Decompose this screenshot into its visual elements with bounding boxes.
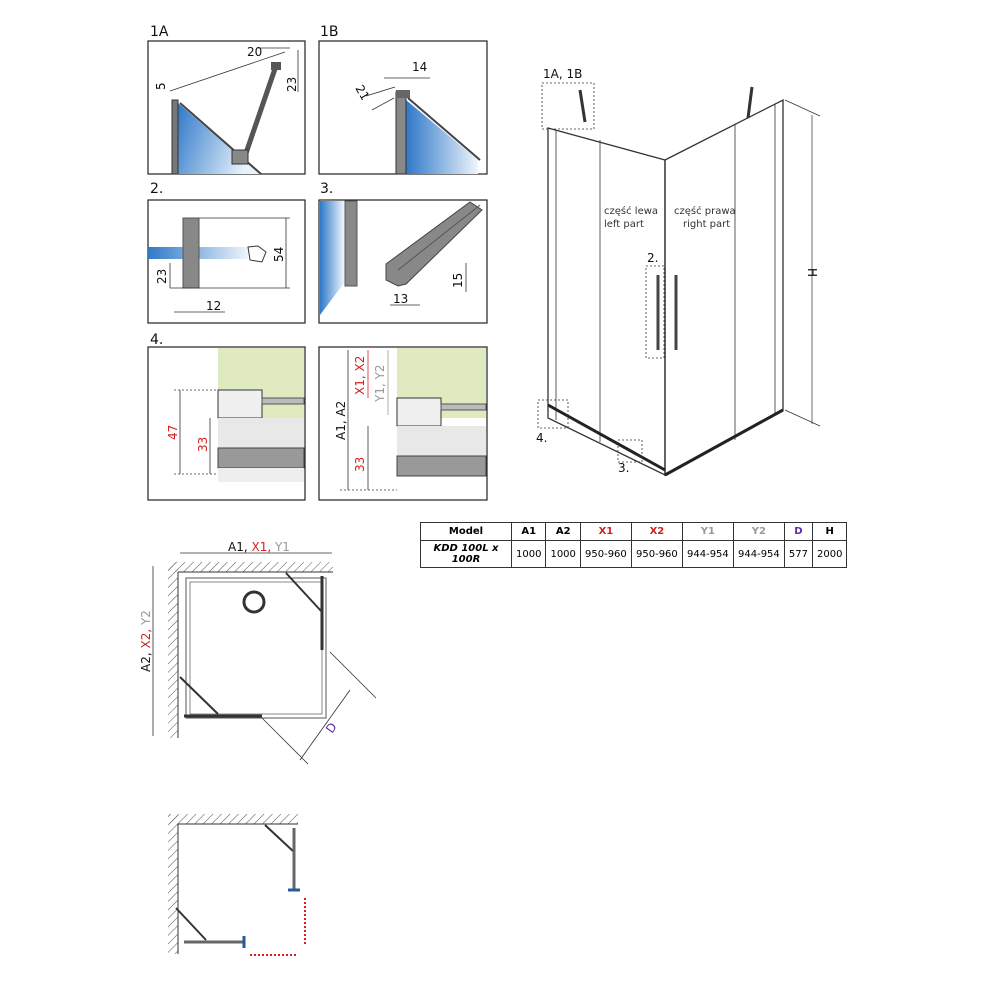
dim: 12 (206, 299, 221, 313)
adjustment-plan (168, 814, 306, 956)
detail-label: 2. (150, 181, 163, 197)
y1-label: Y1 (271, 540, 290, 554)
dim: X1, X2 (353, 356, 367, 395)
main-view (537, 82, 821, 477)
cell: 944-954 (681, 540, 734, 568)
col-a2: A2 (545, 522, 581, 541)
detail-1a: 1A 5 20 23 (147, 24, 306, 175)
detail-label: 1A (150, 24, 169, 40)
callout-3: 3. (618, 461, 629, 475)
y2-label: Y2 (139, 610, 153, 629)
plan-side-dimension: A2, X2, Y2 (139, 610, 153, 672)
dim: 15 (451, 273, 465, 288)
cell: 950-960 (579, 540, 632, 568)
cell: 577 (783, 540, 814, 568)
col-x1: X1 (579, 522, 632, 541)
callout-2: 2. (647, 251, 658, 265)
dim: 20 (247, 45, 262, 59)
dim: 33 (353, 457, 367, 472)
detail-4: 4. 47 33 (147, 332, 306, 501)
col-y2: Y2 (732, 522, 785, 541)
dim: 14 (412, 60, 427, 74)
cell: 1000 (545, 540, 581, 568)
cell: 950-960 (630, 540, 683, 568)
col-a1: A1 (510, 522, 547, 541)
a2-label: A2, (139, 652, 153, 672)
plan-view: A1, X1, Y1 A2, X2, Y2 D (139, 540, 377, 765)
cell: 1000 (510, 540, 547, 568)
dim: 33 (196, 437, 210, 452)
right-part-en: right part (683, 219, 730, 230)
dim: 23 (155, 269, 169, 284)
detail-label: 4. (150, 332, 163, 348)
detail-1b: 1B 21 14 (318, 24, 488, 175)
col-x2: X2 (630, 522, 683, 541)
callout-1a-1b: 1A, 1B (543, 67, 582, 81)
cell: 2000 (811, 540, 848, 568)
diagonal-label: D (323, 720, 340, 736)
dim: Y1, Y2 (373, 364, 387, 403)
callout-4: 4. (536, 431, 547, 445)
cell: 944-954 (732, 540, 785, 568)
left-part-en: left part (604, 219, 644, 230)
dim: 47 (166, 425, 180, 440)
dim: 5 (154, 82, 168, 90)
detail-4b: X1, X2 Y1, Y2 A1, A2 33 (318, 346, 488, 501)
dim: 54 (272, 247, 286, 262)
plan-top-dimension: A1, X1, Y1 (228, 540, 290, 554)
x1-label: X1, (248, 540, 271, 554)
detail-2: 2. 54 23 12 (147, 181, 306, 324)
table-row: KDD 100L x 100R 1000 1000 950-960 950-96… (420, 540, 848, 568)
col-model: Model (420, 522, 512, 541)
detail-label: 1B (320, 24, 339, 40)
detail-3: 3. 15 13 (318, 181, 488, 324)
dim: 13 (393, 292, 408, 306)
col-h: H (811, 522, 848, 541)
dim: A1, A2 (334, 401, 348, 440)
spec-table: Model A1 A2 X1 X2 Y1 Y2 D H KDD 100L x 1… (420, 522, 848, 568)
left-part-pl: część lewa (604, 205, 658, 217)
detail-label: 3. (320, 181, 333, 197)
cell-model: KDD 100L x 100R (420, 540, 512, 568)
main-view-labels: 1A, 1B 2. 3. 4. część lewa left part czę… (536, 67, 819, 475)
right-part-pl: część prawa (674, 205, 736, 217)
height-label: H (805, 268, 819, 277)
col-y1: Y1 (681, 522, 734, 541)
table-header-row: Model A1 A2 X1 X2 Y1 Y2 D H (420, 522, 848, 541)
a1-label: A1, (228, 540, 248, 554)
x2-label: X2, (139, 629, 153, 652)
dim: 21 (352, 83, 372, 103)
dim: 23 (285, 77, 299, 92)
col-d: D (783, 522, 814, 541)
